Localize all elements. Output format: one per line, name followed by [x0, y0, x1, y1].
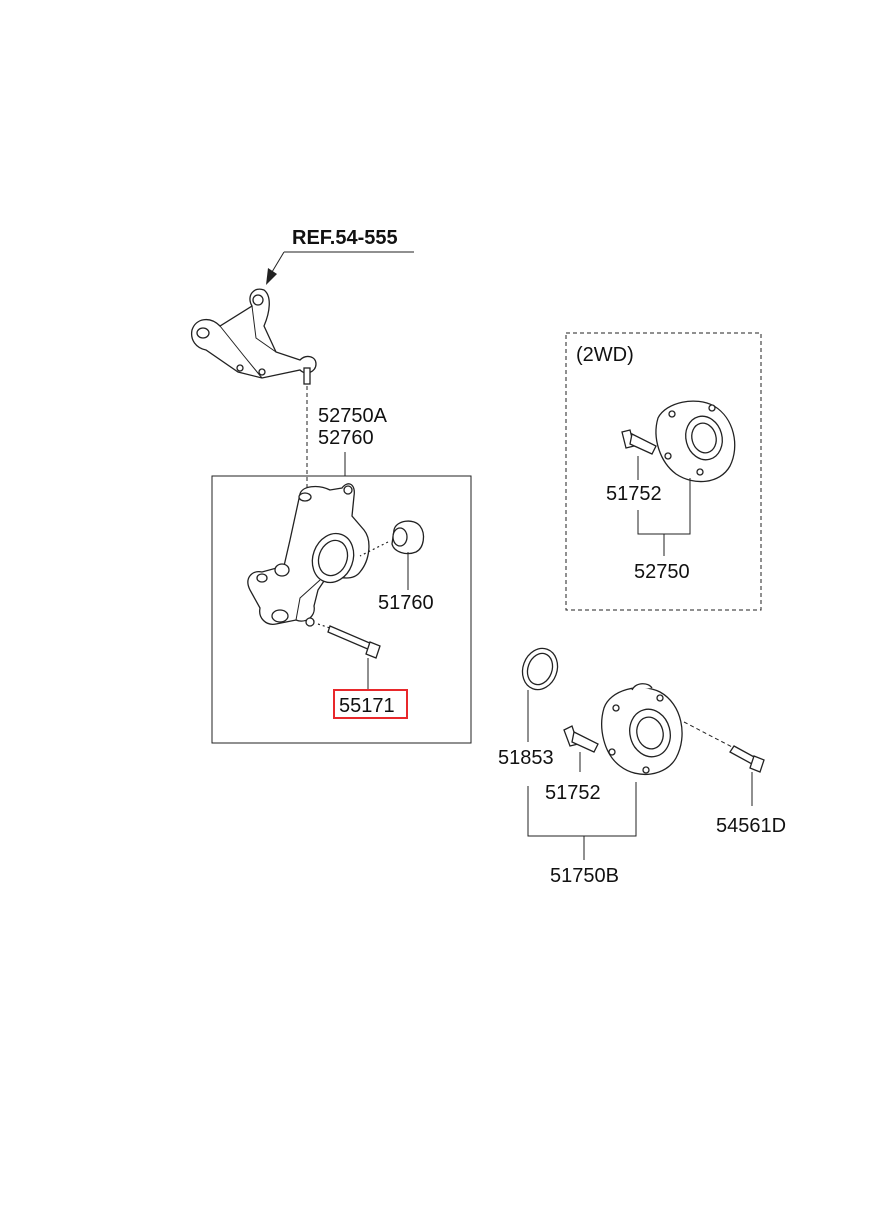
hub-assembly-bracket [527, 782, 637, 837]
part-label-51853[interactable]: 51853 [498, 747, 554, 769]
hub-2wd-drawing [655, 400, 736, 483]
hub-bolt-drawing [563, 725, 599, 753]
knuckle-bolt-drawing [317, 623, 381, 659]
knuckle-group-box [211, 475, 472, 744]
reference-arrow-head [266, 268, 277, 285]
part-label-52760[interactable]: 52760 [318, 427, 374, 449]
reference-arrow-shaft [271, 251, 285, 273]
group-2wd-label[interactable]: (2WD) [576, 344, 634, 366]
part-label-52750A[interactable]: 52750A [318, 405, 388, 427]
highlight-box-55171 [333, 689, 408, 719]
part-label-51752-2wd[interactable]: 51752 [606, 483, 662, 505]
reference-callout[interactable]: REF.54-555 [266, 227, 414, 285]
group-2wd-box [565, 332, 762, 611]
part-label-52750[interactable]: 52750 [634, 561, 690, 583]
part-label-51760[interactable]: 51760 [378, 592, 434, 614]
hub-bolt-2wd-drawing [621, 429, 657, 455]
o-ring-drawing [521, 647, 559, 691]
part-label-51750B[interactable]: 51750B [550, 865, 619, 887]
reference-label[interactable]: REF.54-555 [292, 227, 398, 249]
part-label-51752[interactable]: 51752 [545, 782, 601, 804]
bushing-drawing [359, 520, 425, 557]
part-label-54561D[interactable]: 54561D [716, 815, 786, 837]
flange-bolt-drawing [683, 721, 765, 773]
knuckle-drawing [247, 483, 370, 627]
hub-drawing [601, 683, 683, 776]
lower-arm-drawing [190, 288, 317, 385]
part-label-55171[interactable]: 55171 [339, 695, 395, 717]
